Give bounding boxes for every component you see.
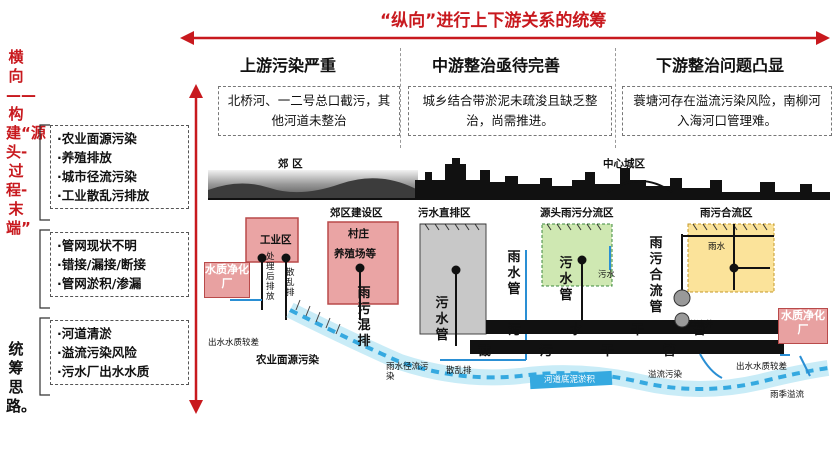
sewage-pipe-label-2: 污水管	[559, 256, 573, 303]
plant-left: 水质净化厂	[204, 262, 250, 298]
sewage-main-pipe	[486, 320, 786, 334]
col-heading-midstream: 中游整治亟待完善	[432, 56, 561, 75]
rain-pipe-label: 雨水管	[506, 250, 522, 298]
intercept-main-label: 截 污 干 管	[478, 344, 698, 359]
village-label: 村庄	[348, 228, 369, 240]
left-label-black: 统筹思路。	[6, 340, 37, 415]
group-item: ·养殖排放	[57, 150, 112, 165]
intercept-main-pipe	[470, 340, 784, 354]
col-desc-midstream: 城乡结合带淤泥未疏浚且缺乏整治，尚需推进。	[408, 86, 612, 136]
group-item: ·污水厂出水水质	[57, 364, 150, 379]
group-item: ·河道清淤	[57, 326, 112, 341]
outflow-left-label: 出水水质较差	[208, 338, 260, 348]
industrial-label: 工业区	[260, 234, 292, 246]
horizontal-double-arrow	[180, 31, 830, 45]
river-sediment-label: 河道底泥淤积	[544, 375, 596, 385]
sewage-small-label: 污水	[598, 270, 616, 280]
industrial-treated-label: 处理后排放	[266, 252, 275, 302]
village-box	[327, 221, 399, 305]
runoff-label: 雨水径流污染	[386, 362, 429, 382]
zone-label: 污水直排区	[418, 207, 471, 219]
group-item: ·溢流污染风险	[57, 345, 137, 360]
zone-label: 源头雨污分流区	[540, 207, 614, 219]
zone-label: 郊区建设区	[330, 207, 383, 219]
col-heading-downstream: 下游整治问题凸显	[656, 56, 785, 75]
agri-pollution-label: 农业面源污染	[256, 354, 319, 366]
end-group: ·河道清淤 ·溢流污染风险 ·污水厂出水水质	[50, 320, 189, 385]
group-item: ·农业面源污染	[57, 131, 137, 146]
top-title: “纵向”进行上下游关系的统筹	[380, 11, 607, 31]
city-skyline	[415, 158, 830, 198]
overflow-pollution-label: 溢流污染	[648, 370, 683, 380]
plant-right: 水质净化厂	[778, 308, 828, 344]
col-desc-upstream: 北桥河、一二号总口截污，其他河道未整治	[218, 86, 400, 136]
rain-overflow-label: 雨季溢流	[770, 390, 805, 400]
sewage-pipe-label-1: 污水管	[435, 296, 449, 343]
source-group: ·农业面源污染 ·养殖排放 ·城市径流污染 ·工业散乱污排放	[50, 125, 189, 209]
scatter-label: 散乱排	[446, 366, 472, 376]
group-item: ·城市径流污染	[57, 169, 137, 184]
industrial-scatter-label: 散乱排	[286, 268, 295, 298]
separation-zone	[541, 223, 613, 287]
farm-label: 养殖场等	[334, 248, 376, 260]
group-item: ·管网现状不明	[57, 238, 137, 253]
direct-discharge-zone	[419, 223, 487, 335]
outflow-right-label: 出水水质较差	[736, 362, 788, 372]
process-group: ·管网现状不明 ·错接/漏接/断接 ·管网淤积/渗漏	[50, 232, 189, 297]
watershed-diagram	[208, 158, 830, 397]
col-desc-downstream: 蓑塘河存在溢流污染风险，南柳河入海河口管理难。	[622, 86, 832, 136]
group-brackets	[39, 124, 50, 396]
combined-pipe-label: 雨污合流管	[648, 236, 664, 316]
group-item: ·工业散乱污排放	[57, 188, 150, 203]
industrial-box	[245, 217, 299, 263]
col-heading-upstream: 上游污染严重	[240, 56, 337, 75]
suburb-label: 郊 区	[278, 158, 303, 170]
mixed-discharge-label: 雨污混排	[357, 286, 371, 349]
vertical-double-arrow	[189, 84, 203, 414]
combined-zone	[687, 223, 775, 293]
group-item: ·管网淤积/渗漏	[57, 276, 142, 291]
rain-small-label: 雨水	[708, 242, 726, 252]
column-divider	[400, 48, 401, 148]
overflow-well-label: 溢流井	[688, 320, 714, 330]
left-label-red: 横向——构建“源头-过程-末端”	[6, 48, 46, 237]
zone-label: 雨污合流区	[700, 207, 753, 219]
group-item: ·错接/漏接/断接	[57, 257, 146, 272]
city-label: 中心城区	[603, 158, 645, 170]
sewage-main-label: 污 水 干 管	[508, 323, 728, 338]
column-divider	[615, 48, 616, 148]
